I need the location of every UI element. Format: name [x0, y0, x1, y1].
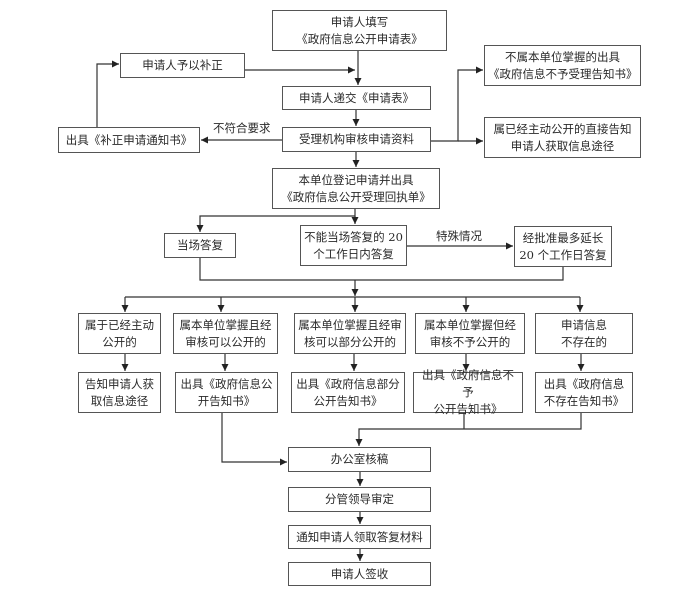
node-already-public: 属已经主动公开的直接告知 申请人获取信息途径: [484, 117, 641, 158]
edge-join: [199, 258, 564, 281]
edge-register-split: [196, 209, 356, 232]
edge-b-out-to-office: [221, 413, 287, 466]
node-not-held: 不属本单位掌握的出具 《政府信息不予受理告知书》: [484, 45, 641, 86]
edge-review-right-trunk: [431, 66, 483, 142]
node-out-not-disclose-notice: 出具《政府信息不予 公开告知书》: [413, 368, 523, 416]
node-cat-public-active: 属于已经主动 公开的: [78, 313, 161, 354]
node-cat-not-exist: 申请信息 不存在的: [535, 313, 633, 354]
node-fill-form: 申请人填写 《政府信息公开申请表》: [272, 10, 447, 51]
edge-label-special-case: 特殊情况: [436, 229, 482, 243]
edge-label-not-compliant: 不符合要求: [213, 121, 271, 135]
node-out-disclose-notice: 出具《政府信息公 开告知书》: [175, 372, 278, 413]
edge-correction-to-supplement: [96, 60, 119, 127]
node-register: 本单位登记申请并出具 《政府信息公开受理回执单》: [272, 168, 440, 209]
node-cat-partial: 属本单位掌握且经审 核可以部分公开的: [294, 313, 406, 354]
node-out-partial-notice: 出具《政府信息部分 公开告知书》: [291, 372, 405, 413]
node-reply-20-days: 不能当场答复的 20 个工作日内答复: [300, 225, 407, 266]
node-notify-applicant: 通知申请人领取答复材料: [288, 525, 431, 549]
node-out-not-exist-notice: 出具《政府信息 不存在告知书》: [535, 372, 633, 413]
node-office-check: 办公室核稿: [288, 447, 431, 472]
node-extension: 经批准最多延长 20 个工作日答复: [514, 226, 612, 267]
node-review: 受理机构审核申请资料: [282, 127, 431, 152]
edge-de-join: [359, 413, 582, 446]
node-cat-can-disclose: 属本单位掌握且经 审核可以公开的: [173, 313, 278, 354]
node-supplement: 申请人予以补正: [120, 53, 245, 78]
node-applicant-sign: 申请人签收: [288, 562, 431, 586]
node-leader-approve: 分管领导审定: [288, 487, 431, 512]
node-cat-not-disclose: 属本单位掌握但经 审核不予公开的: [415, 313, 525, 354]
node-submit: 申请人递交《申请表》: [282, 86, 431, 110]
node-correction-notice: 出具《补正申请通知书》: [58, 127, 200, 153]
node-reply-on-spot: 当场答复: [164, 233, 236, 258]
node-out-inform-channel: 告知申请人获 取信息途径: [78, 372, 161, 413]
